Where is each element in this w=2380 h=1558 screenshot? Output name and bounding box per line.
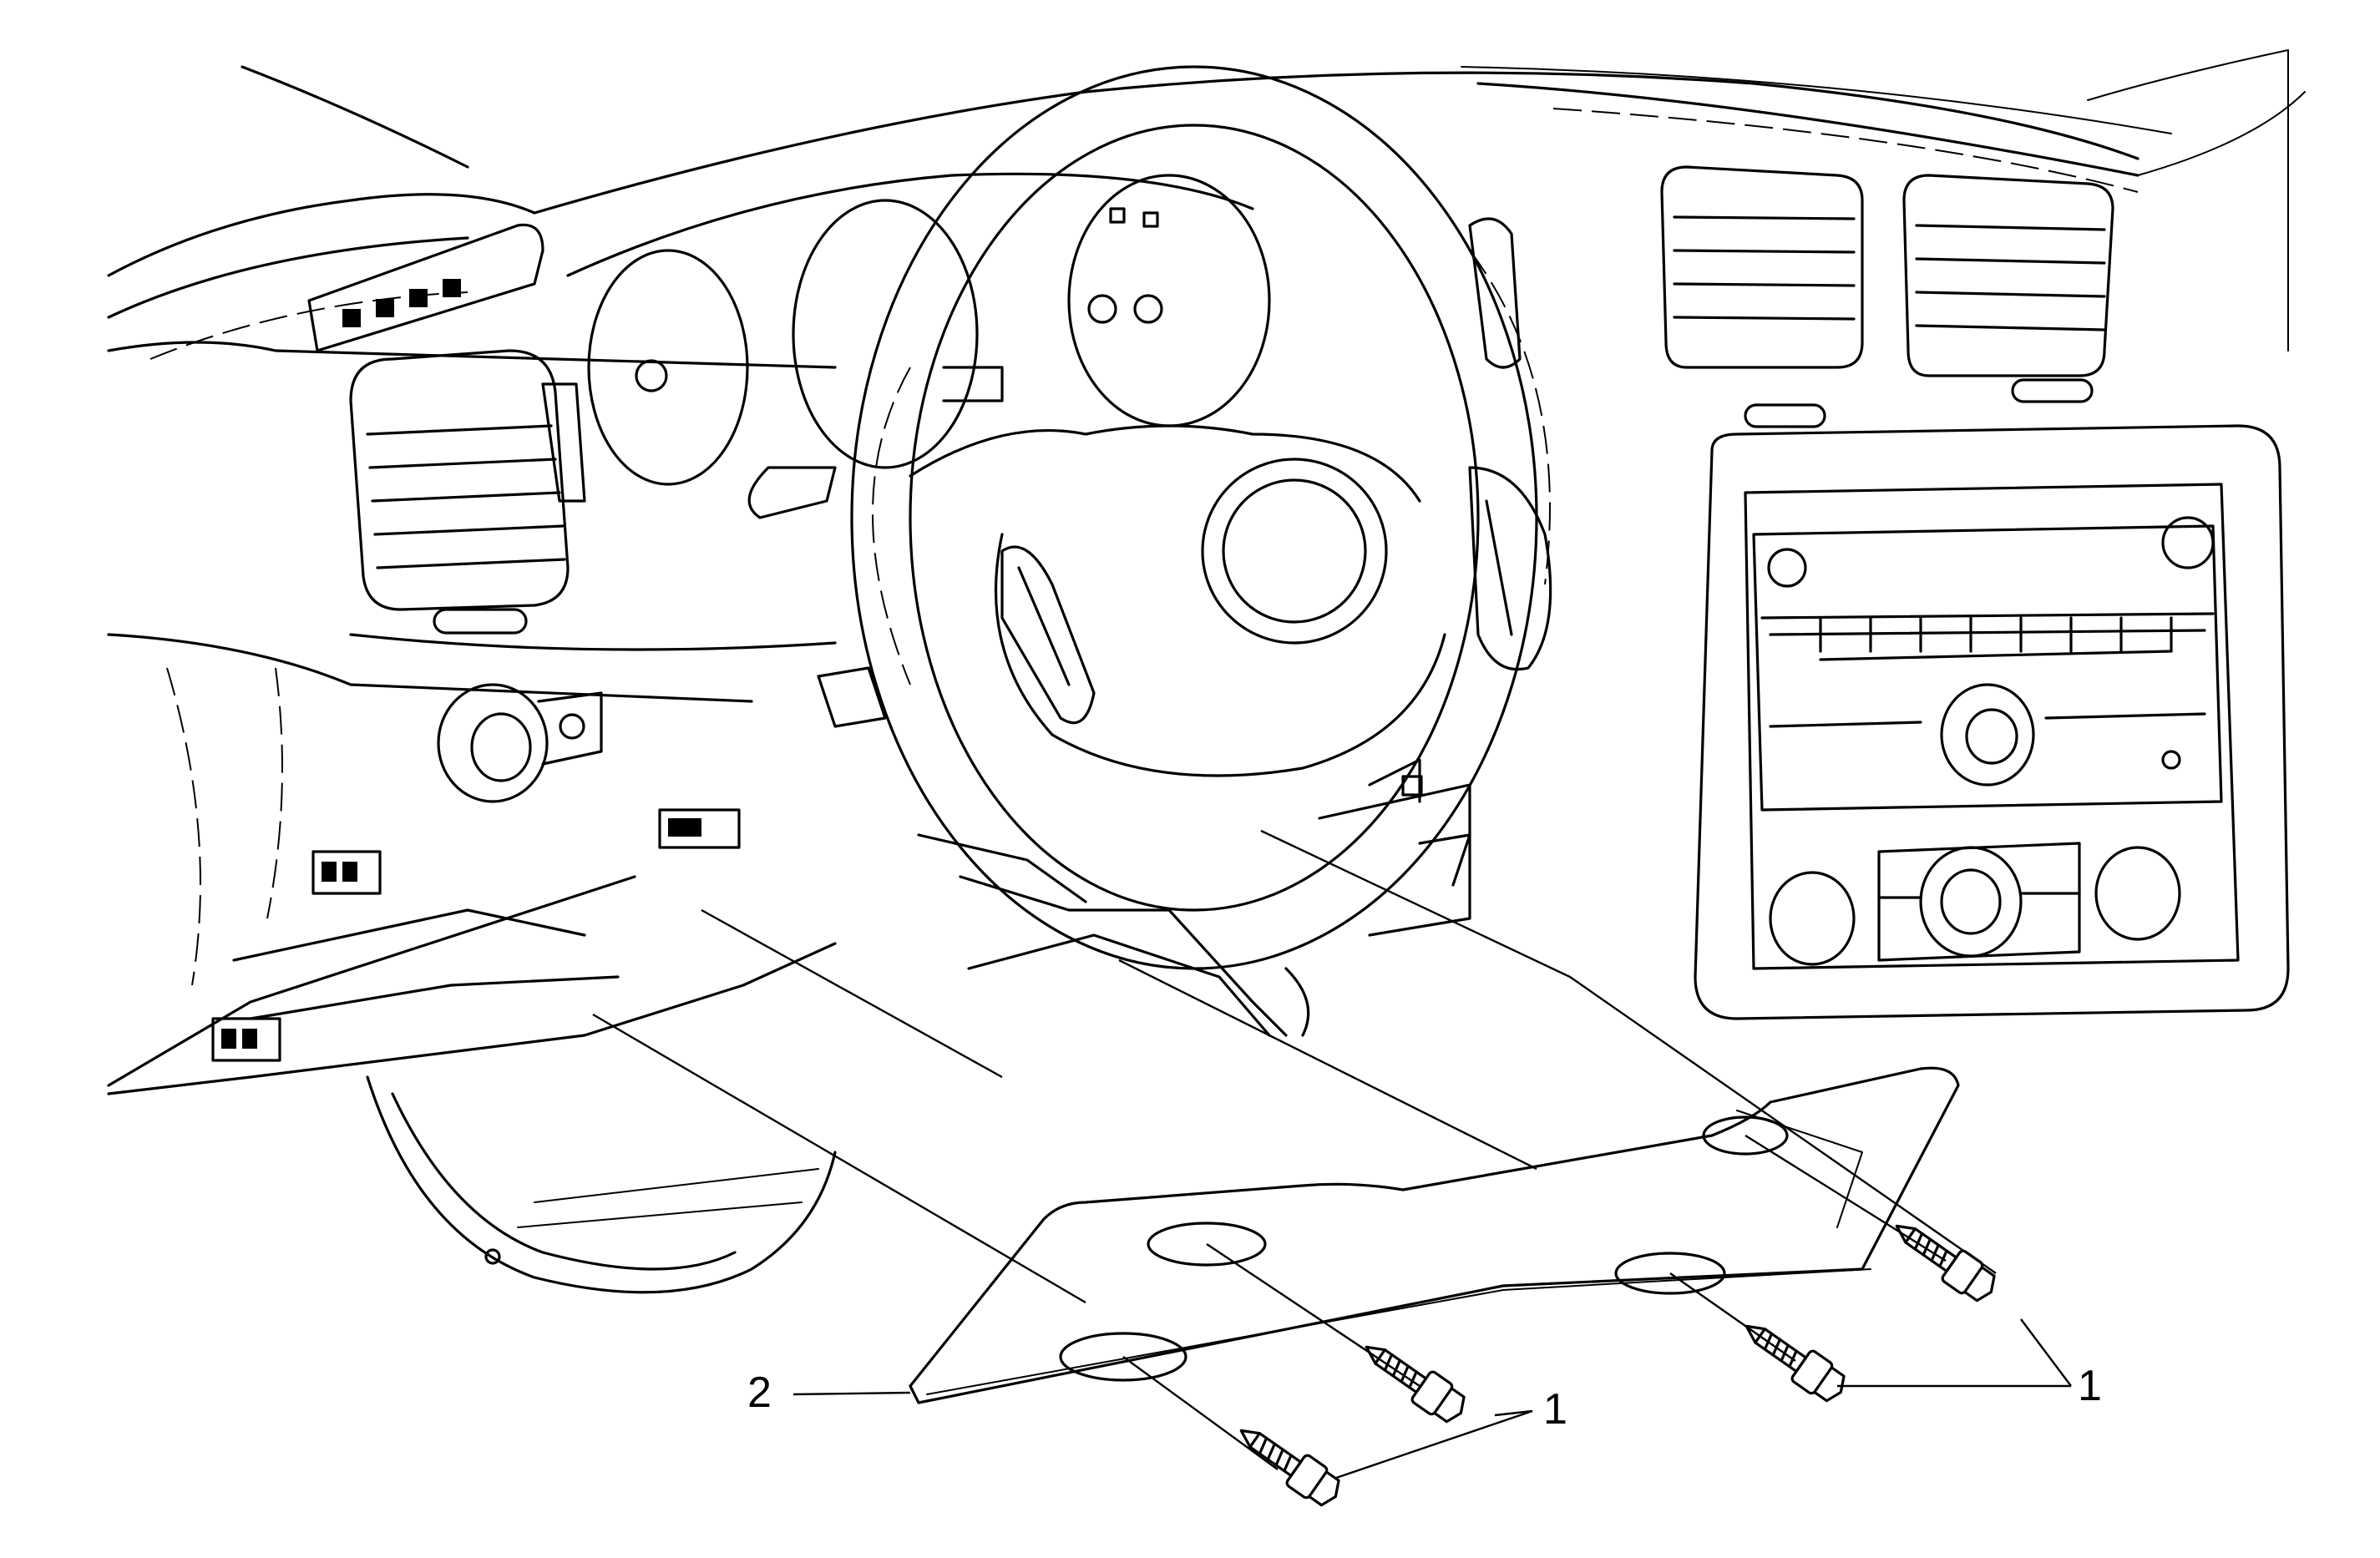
bolt-center-lower bbox=[1239, 1429, 1340, 1507]
left-dash-panel bbox=[107, 341, 837, 1294]
callout-label-2: 2 bbox=[747, 1368, 772, 1417]
instrument-cluster bbox=[566, 172, 1271, 486]
callout-label-1-right: 1 bbox=[2078, 1362, 2102, 1410]
radio-center-stack bbox=[1694, 424, 2290, 1020]
steering-column bbox=[747, 466, 1471, 1037]
leader-lines bbox=[592, 829, 2072, 1480]
left-air-vent bbox=[349, 349, 586, 635]
bolt-center-upper bbox=[1365, 1345, 1466, 1424]
center-air-vents bbox=[1468, 165, 2114, 428]
steering-wheel bbox=[850, 65, 1552, 970]
knee-bolster-panel bbox=[909, 1066, 1960, 1404]
left-lower-switches bbox=[211, 808, 741, 1062]
upper-left-vent bbox=[307, 223, 544, 352]
bolt-right-lower bbox=[1744, 1324, 1846, 1403]
callout-label-1-center: 1 bbox=[1543, 1385, 1567, 1434]
headlamp-switch bbox=[437, 683, 603, 803]
dash-top-contour bbox=[107, 49, 2306, 360]
bolt-right-upper bbox=[1895, 1224, 1996, 1303]
